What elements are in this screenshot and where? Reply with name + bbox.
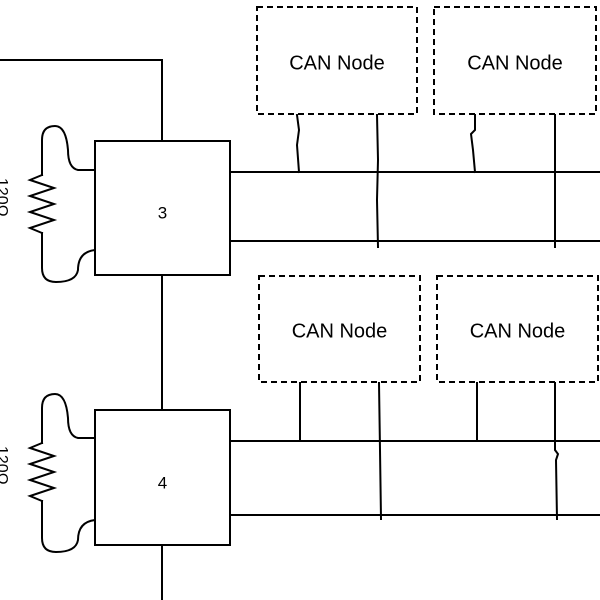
module-3[interactable]: 3 xyxy=(94,140,231,276)
node-drop-wire xyxy=(295,113,301,174)
node-drop-wire xyxy=(554,382,560,521)
can-node-label: CAN Node xyxy=(470,320,566,342)
resistor-value-label: 120Ω xyxy=(0,446,10,485)
can-node-label: CAN Node xyxy=(289,52,385,74)
can-node[interactable]: CAN Node xyxy=(436,275,599,383)
resistor-value-label: 120Ω xyxy=(0,178,10,217)
module-4[interactable]: 4 xyxy=(94,409,231,546)
termination-resistor: 120Ω xyxy=(0,124,97,284)
module-label: 3 xyxy=(158,203,167,222)
module-label: 4 xyxy=(158,473,167,492)
can-node[interactable]: CAN Node xyxy=(258,275,421,383)
backbone-wire-top xyxy=(0,59,163,142)
termination-resistor: 120Ω xyxy=(0,392,97,554)
node-drop-wire xyxy=(469,114,477,174)
node-drop-wire xyxy=(377,381,383,521)
can-node[interactable]: CAN Node xyxy=(433,6,597,115)
can-node-label: CAN Node xyxy=(292,320,388,342)
node-drop-wire xyxy=(375,113,380,249)
can-node[interactable]: CAN Node xyxy=(256,6,418,115)
can-node-label: CAN Node xyxy=(467,52,563,74)
